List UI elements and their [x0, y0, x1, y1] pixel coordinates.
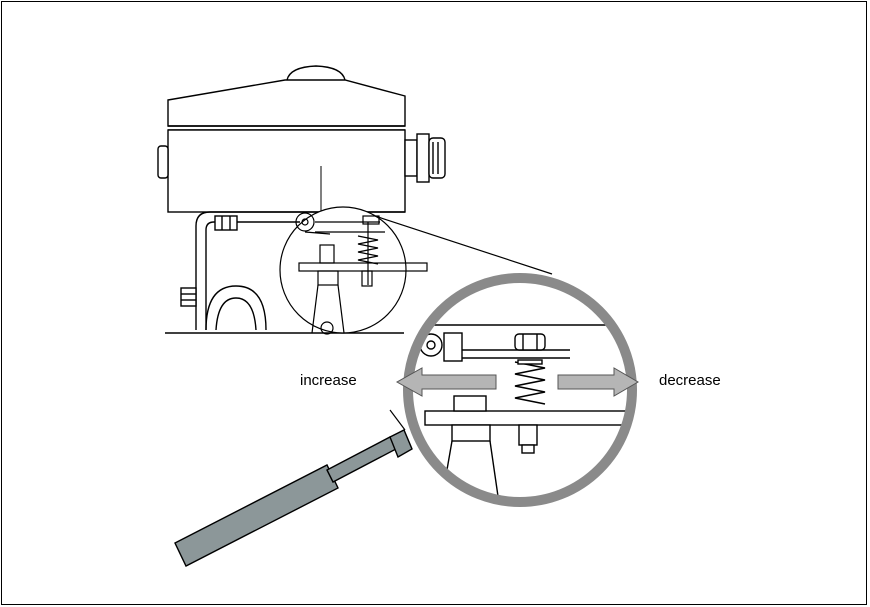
mounting-bracket: [165, 166, 405, 334]
increase-label: increase: [300, 372, 357, 389]
arrow-increase: [395, 367, 497, 397]
detail-lens: [403, 273, 637, 507]
magnification-lines: [374, 215, 553, 431]
lens-ring: [403, 273, 637, 507]
decrease-label: decrease: [659, 372, 721, 389]
arrow-decrease: [557, 367, 639, 397]
detail-circle-small: [279, 206, 428, 335]
screwdriver-tool: [174, 429, 413, 567]
switch-housing: [157, 65, 446, 213]
